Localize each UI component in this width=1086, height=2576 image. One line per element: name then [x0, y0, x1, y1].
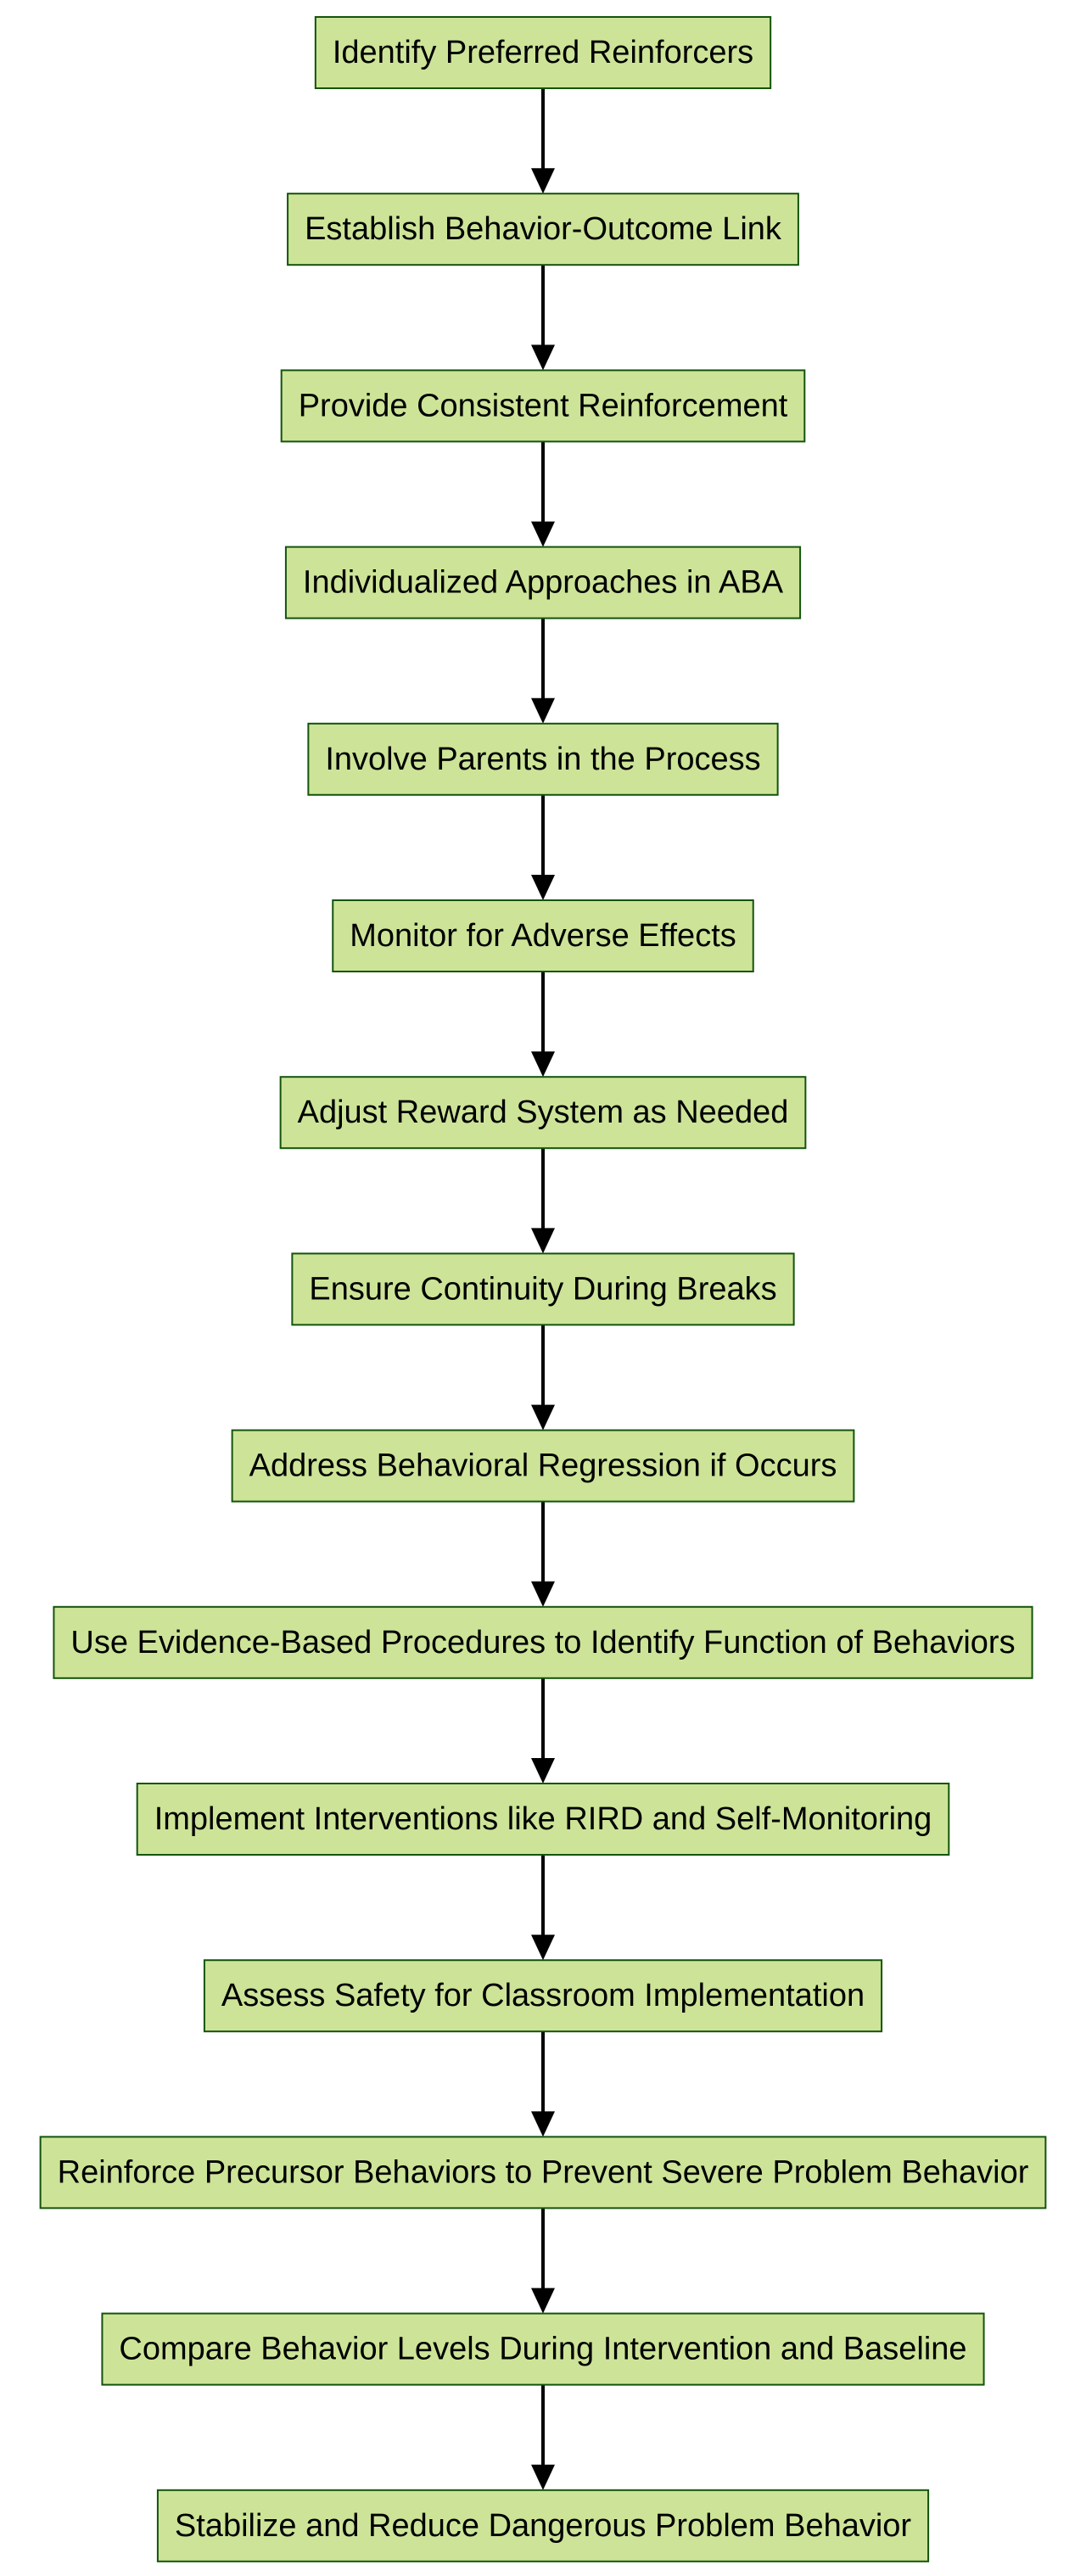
flow-node-9: Address Behavioral Regression if Occurs [231, 1429, 855, 1503]
edge-arrow-9 [531, 1501, 555, 1607]
arrowhead-icon [531, 521, 555, 547]
node-label: Provide Consistent Reinforcement [299, 388, 788, 423]
flow-node-6: Monitor for Adverse Effects [332, 899, 754, 972]
flow-node-3: Provide Consistent Reinforcement [280, 369, 806, 443]
edge-arrow-12 [531, 2031, 555, 2137]
edge-arrow-8 [531, 1324, 555, 1431]
node-box [279, 1076, 807, 1150]
edge-arrow-2 [531, 265, 555, 371]
arrowhead-icon [531, 2288, 555, 2314]
node-label: Implement Interventions like RIRD and Se… [154, 1801, 932, 1837]
flow-node-2: Establish Behavior-Outcome Link [287, 193, 799, 266]
node-box [231, 1429, 855, 1503]
flow-node-4: Individualized Approaches in ABA [284, 546, 802, 619]
arrowhead-icon [531, 2464, 555, 2490]
edge-arrow-10 [531, 1677, 555, 1784]
node-label: Compare Behavior Levels During Intervent… [119, 2332, 966, 2367]
node-label: Monitor for Adverse Effects [350, 918, 736, 954]
node-box [284, 546, 802, 619]
node-label: Adjust Reward System as Needed [298, 1095, 789, 1130]
arrowhead-icon [531, 1935, 555, 1961]
node-label: Involve Parents in the Process [325, 742, 760, 777]
node-label: Individualized Approaches in ABA [303, 565, 784, 601]
arrowhead-icon [531, 2111, 555, 2137]
edge-arrow-7 [531, 1148, 555, 1254]
arrowhead-icon [531, 1404, 555, 1431]
flow-node-7: Adjust Reward System as Needed [279, 1076, 807, 1150]
flow-node-12: Assess Safety for Classroom Implementati… [203, 1959, 883, 2033]
flow-node-1: Identify Preferred Reinforcers [314, 16, 772, 89]
arrowhead-icon [531, 875, 555, 900]
flow-node-5: Involve Parents in the Process [307, 722, 779, 796]
arrowhead-icon [531, 168, 555, 194]
node-box [307, 722, 779, 796]
arrowhead-icon [531, 697, 555, 724]
node-box [203, 1959, 883, 2033]
arrowhead-icon [531, 1228, 555, 1254]
edge-arrow-4 [531, 618, 555, 724]
arrowhead-icon [531, 1051, 555, 1078]
node-box [101, 2312, 985, 2386]
node-box [156, 2489, 930, 2562]
edge-arrow-14 [531, 2384, 555, 2490]
flow-node-15: Stabilize and Reduce Dangerous Problem B… [156, 2489, 930, 2562]
node-label: Address Behavioral Regression if Occurs [249, 1448, 837, 1484]
node-label: Stabilize and Reduce Dangerous Problem B… [175, 2508, 912, 2544]
edge-arrow-5 [531, 794, 555, 900]
node-box [280, 369, 806, 443]
node-label: Use Evidence-Based Procedures to Identif… [70, 1625, 1015, 1660]
flow-node-14: Compare Behavior Levels During Intervent… [101, 2312, 985, 2386]
flow-node-11: Implement Interventions like RIRD and Se… [136, 1783, 950, 1856]
arrowhead-icon [531, 344, 555, 371]
arrowhead-icon [531, 1758, 555, 1784]
node-box [53, 1605, 1033, 1679]
node-box [332, 899, 754, 972]
node-box [291, 1252, 795, 1326]
edge-arrow-6 [531, 972, 555, 1078]
node-label: Assess Safety for Classroom Implementati… [221, 1978, 865, 2013]
node-label: Ensure Continuity During Breaks [309, 1271, 776, 1307]
edge-arrow-1 [531, 88, 555, 194]
node-box [287, 193, 799, 266]
edge-arrow-3 [531, 441, 555, 547]
flow-node-8: Ensure Continuity During Breaks [291, 1252, 795, 1326]
flow-node-13: Reinforce Precursor Behaviors to Prevent… [39, 2136, 1047, 2209]
node-box [136, 1783, 950, 1856]
edge-arrow-11 [531, 1855, 555, 1961]
node-label: Establish Behavior-Outcome Link [305, 211, 782, 247]
edge-arrow-13 [531, 2208, 555, 2314]
node-label: Identify Preferred Reinforcers [333, 35, 753, 70]
node-box [314, 16, 772, 89]
node-box [39, 2136, 1047, 2209]
arrowhead-icon [531, 1581, 555, 1607]
flow-node-10: Use Evidence-Based Procedures to Identif… [53, 1605, 1033, 1679]
node-label: Reinforce Precursor Behaviors to Prevent… [58, 2154, 1029, 2190]
